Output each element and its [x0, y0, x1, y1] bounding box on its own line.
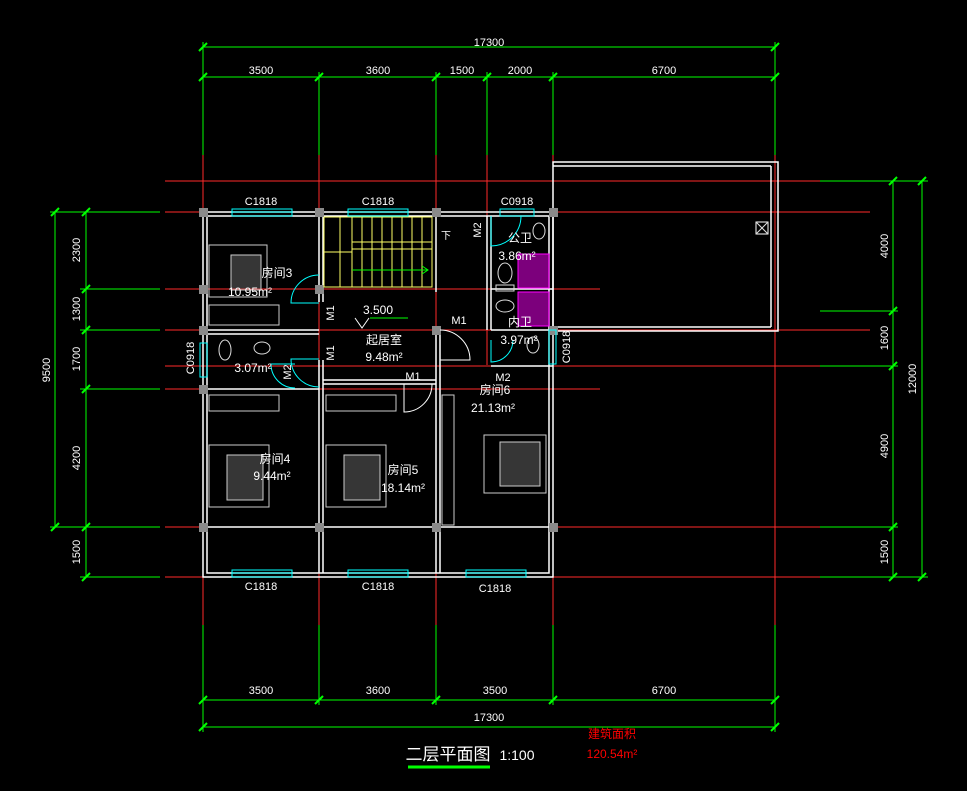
- dim-left-seg: 2300: [71, 238, 83, 262]
- dim-left-seg: 1700: [71, 347, 83, 371]
- door-tag: M2: [282, 364, 294, 379]
- dim-bottom-seg: 3600: [366, 685, 390, 697]
- furniture: [208, 244, 547, 526]
- door-tag: M2: [472, 222, 484, 237]
- dimension-labels: 17300 3500 3600 1500 2000 6700 3500 3600…: [41, 37, 919, 724]
- stair-down-label: 下: [441, 231, 451, 242]
- room-area: 10.95m²: [228, 285, 272, 299]
- dim-top-seg: 2000: [508, 65, 532, 77]
- area-label: 建筑面积: [588, 726, 636, 741]
- bath-fixtures: [517, 253, 550, 327]
- room-name: 内卫: [508, 315, 532, 329]
- door-tag: M2: [495, 372, 510, 384]
- dim-right-total: 12000: [907, 364, 919, 395]
- dim-top-total: 17300: [474, 37, 505, 49]
- room-name: 房间6: [480, 382, 511, 397]
- dim-right-seg: 1600: [879, 326, 891, 350]
- staircase: [323, 216, 433, 288]
- window-tag: C1818: [245, 581, 277, 593]
- room-area: 9.48m²: [365, 350, 402, 364]
- dim-right-seg: 1500: [879, 540, 891, 564]
- drawing-scale: 1:100: [499, 747, 534, 763]
- level-value: 3.500: [363, 303, 393, 317]
- room-area: 3.97m²: [500, 333, 537, 347]
- door-tag: M1: [325, 345, 337, 360]
- dim-top-seg: 1500: [450, 65, 474, 77]
- dim-left-total: 9500: [41, 358, 53, 382]
- dim-left-seg: 4200: [71, 446, 83, 470]
- door-tag: M1: [325, 305, 337, 320]
- window-tag: C1818: [362, 581, 394, 593]
- room-name: 房间5: [388, 462, 419, 477]
- dimension-lines: [50, 42, 928, 732]
- room-area: 3.07m²: [234, 361, 271, 375]
- drawing-title: 二层平面图: [406, 745, 491, 764]
- door-labels: M2 M1 M1 M1 M1 M2 M2 下: [282, 222, 511, 384]
- level-marker: [354, 317, 408, 329]
- area-value: 120.54m²: [587, 747, 638, 761]
- dim-bottom-seg: 3500: [483, 685, 507, 697]
- room-area: 3.86m²: [498, 249, 535, 263]
- room-labels: 房间3 10.95m² 公卫 3.86m² 内卫 3.97m² 3.07m² 3…: [228, 231, 538, 495]
- room-name: 公卫: [508, 231, 532, 245]
- window-tag: C0918: [501, 196, 533, 208]
- dim-top-seg: 3500: [249, 65, 273, 77]
- room-area: 9.44m²: [253, 469, 290, 483]
- window-tag: C1818: [362, 196, 394, 208]
- dim-bottom-seg: 3500: [249, 685, 273, 697]
- windows: [199, 208, 557, 578]
- window-labels: C1818 C1818 C0918 C0918 C0918 C1818 C181…: [185, 196, 573, 595]
- dim-top-seg: 6700: [652, 65, 676, 77]
- dim-bottom-seg: 6700: [652, 685, 676, 697]
- room-area: 21.13m²: [471, 401, 515, 415]
- window-tag: C0918: [185, 342, 197, 374]
- room-name: 起居室: [366, 332, 402, 347]
- room-area: 18.14m²: [381, 481, 425, 495]
- toilets-sinks: [218, 221, 769, 361]
- dim-left-seg: 1500: [71, 540, 83, 564]
- window-tag: C1818: [245, 196, 277, 208]
- window-tag: C1818: [479, 583, 511, 595]
- dim-bottom-total: 17300: [474, 712, 505, 724]
- window-tag: C0918: [561, 331, 573, 363]
- dim-right-seg: 4900: [879, 434, 891, 458]
- dim-left-seg: 1300: [71, 297, 83, 321]
- axis-lines: [165, 150, 870, 625]
- door-tag: M1: [451, 315, 466, 327]
- room-name: 房间3: [262, 265, 293, 280]
- door-swings: [270, 215, 522, 413]
- dim-right-seg: 4000: [879, 234, 891, 258]
- dim-top-seg: 3600: [366, 65, 390, 77]
- door-tag: M1: [405, 371, 420, 383]
- room-name: 房间4: [260, 451, 291, 466]
